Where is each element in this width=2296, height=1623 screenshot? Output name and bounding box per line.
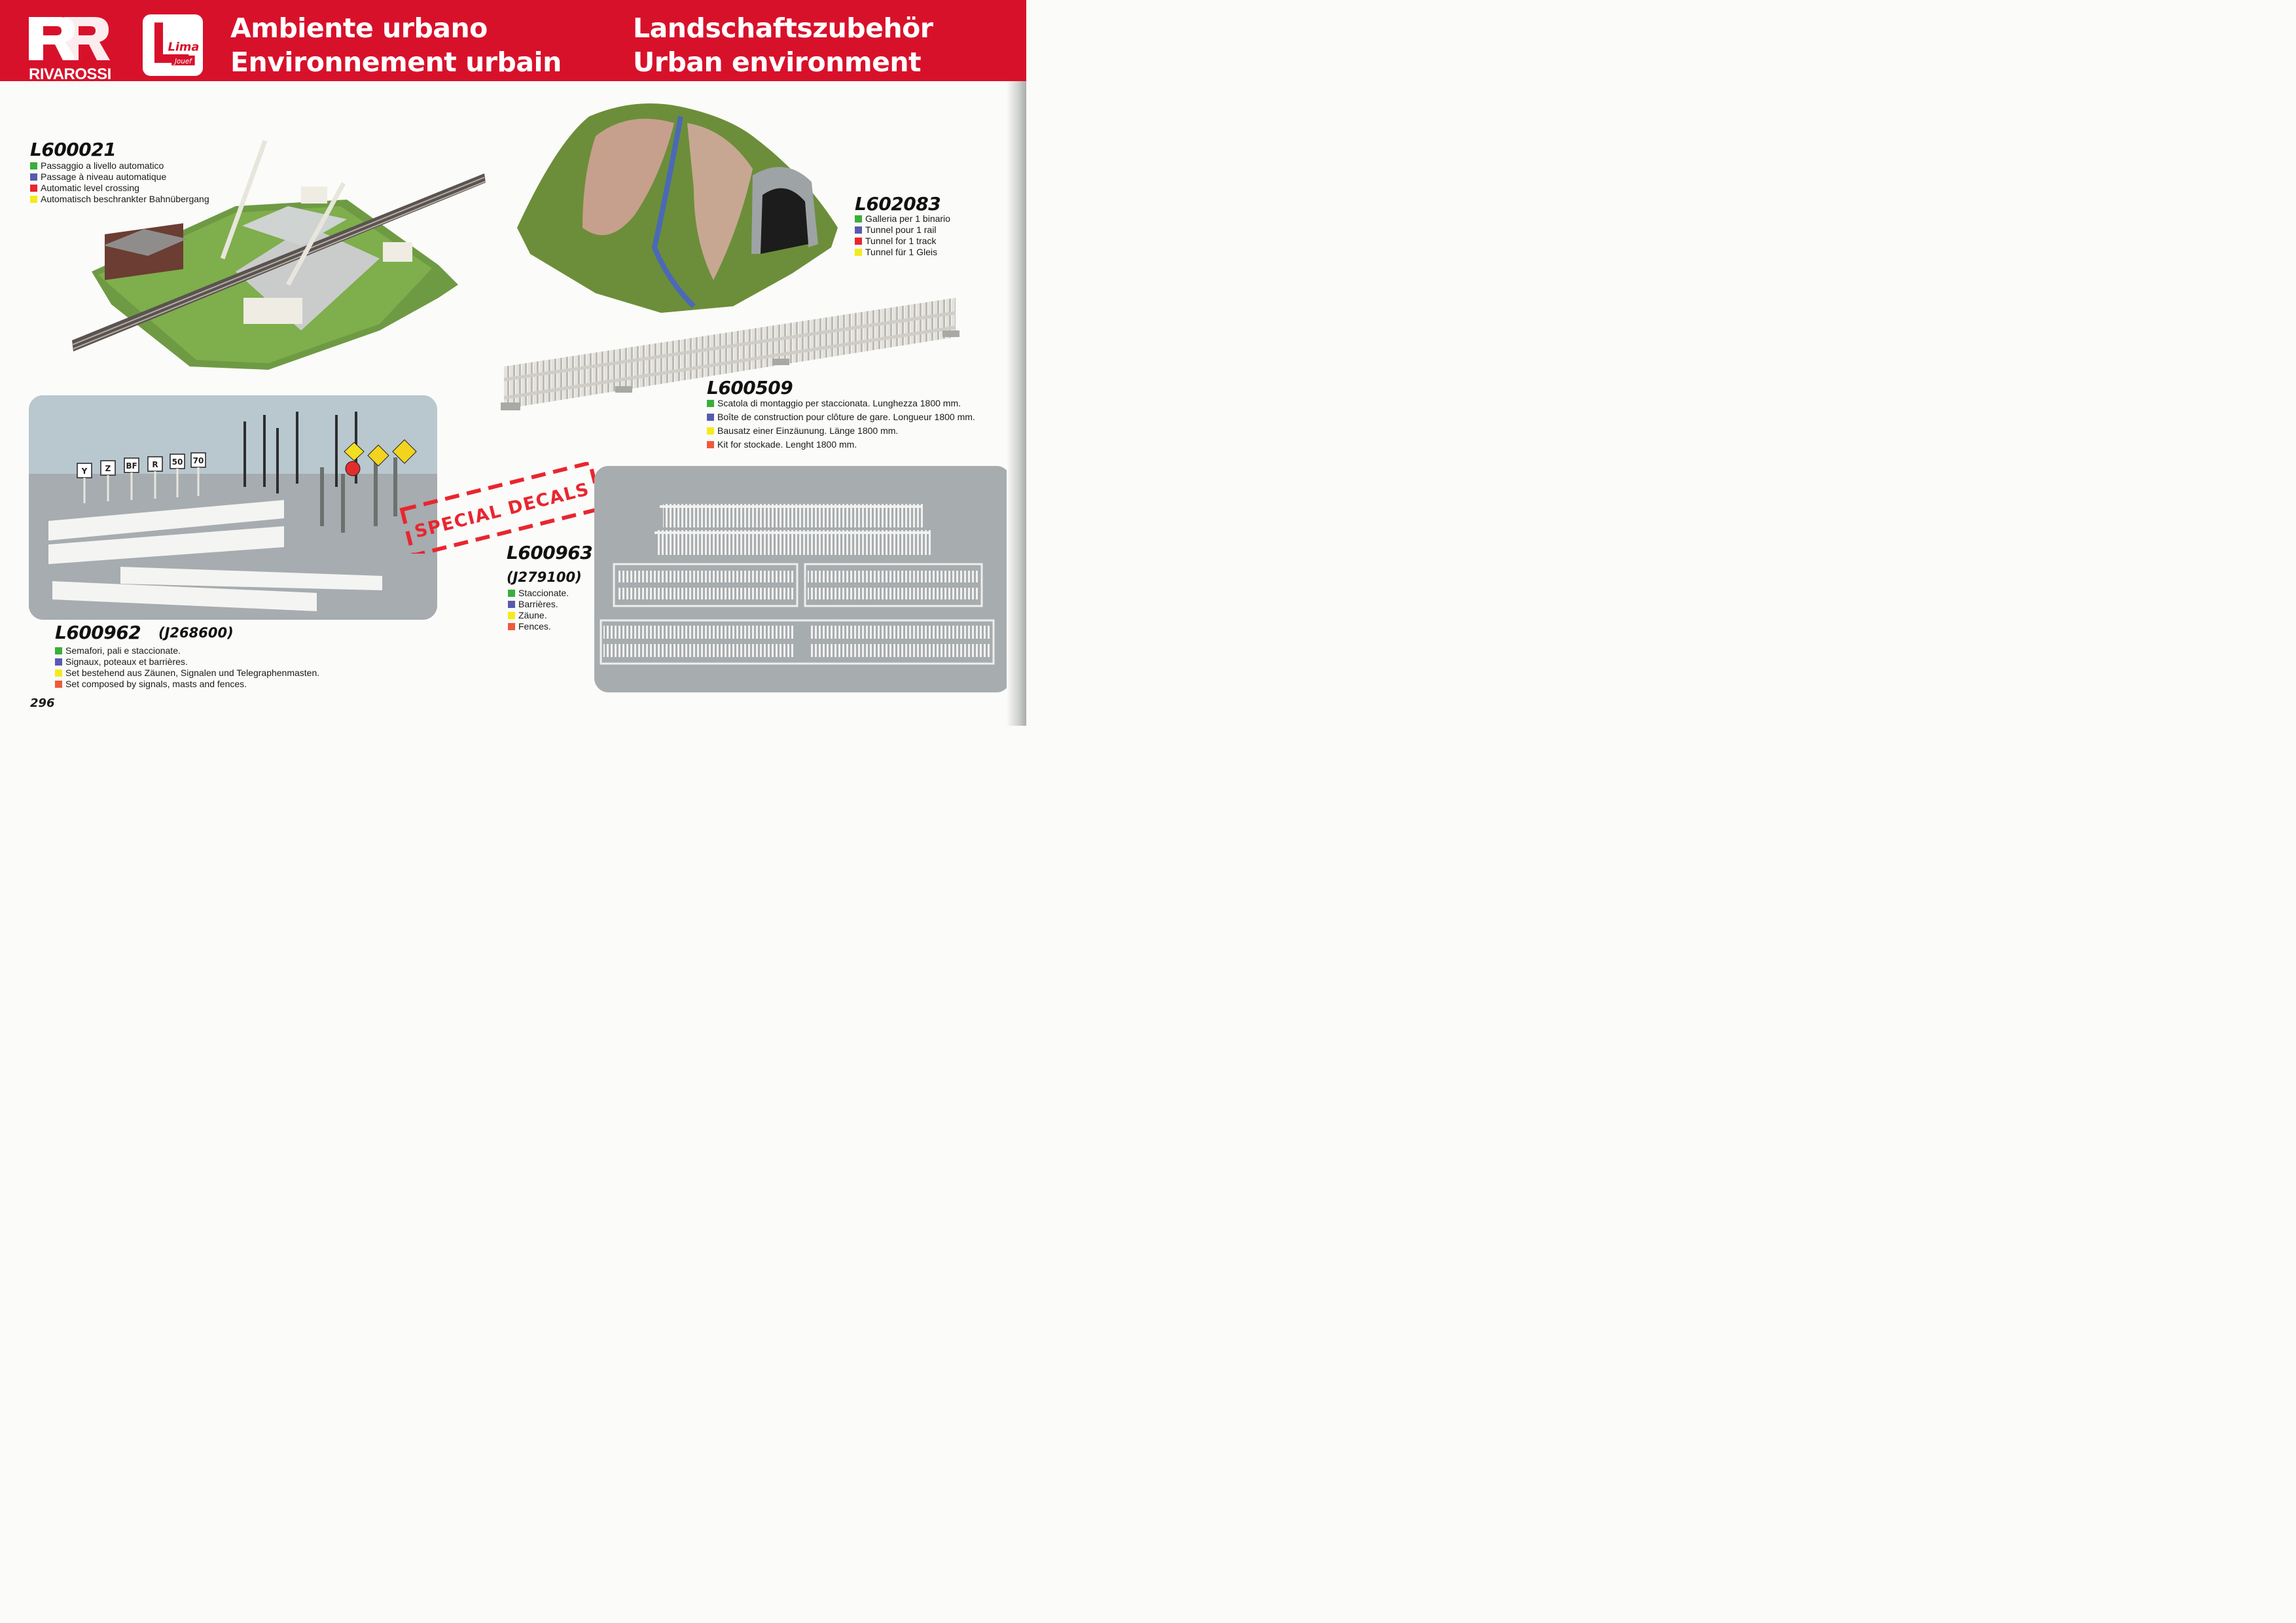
lima-jouef-logo: Lima Jouef [143, 14, 203, 76]
desc-line-german: Tunnel für 1 Gleis [855, 247, 950, 258]
desc-line-french: Signaux, poteaux et barrières. [55, 656, 319, 668]
fences-set-photo [594, 466, 1011, 692]
desc-line-english: Set composed by signals, masts and fence… [55, 679, 319, 690]
product-code-L600021: L600021 [30, 139, 117, 160]
desc-line-french: Passage à niveau automatique [30, 171, 209, 183]
rivarossi-logo: RIVAROSSI [26, 14, 111, 83]
title-english: Urban environment [633, 46, 922, 78]
desc-line-german: Automatisch beschrankter Bahnübergang [30, 194, 209, 205]
stockade-fence-photo [497, 288, 962, 419]
sign-label: 50 [172, 457, 183, 467]
product-code-L600963: L600963 [507, 542, 593, 563]
page-number: 296 [30, 696, 55, 710]
product-code-L600962: L600962 [55, 622, 141, 643]
desc-line-french: Boîte de construction pour clôture de ga… [707, 410, 975, 424]
product-description-L600962: Semafori, pali e staccionate. Signaux, p… [55, 645, 319, 690]
sign-label: BF [126, 461, 137, 471]
title-german: Landschaftszubehör [633, 12, 933, 44]
product-description-L600963: Staccionate. Barrières. Zäune. Fences. [508, 588, 569, 632]
sign-label: Z [105, 464, 111, 473]
rivarossi-wordmark: RIVAROSSI [29, 65, 111, 83]
desc-line-german: Bausatz einer Einzäunung. Länge 1800 mm. [707, 424, 975, 438]
desc-line-italian: Galleria per 1 binario [855, 213, 950, 224]
product-description-L600509: Scatola di montaggio per staccionata. Lu… [707, 397, 975, 452]
desc-line-italian: Semafori, pali e staccionate. [55, 645, 319, 656]
product-description-L600021: Passaggio a livello automatico Passage à… [30, 160, 209, 205]
title-french: Environnement urbain [230, 46, 562, 78]
desc-line-french: Tunnel pour 1 rail [855, 224, 950, 236]
desc-line-italian: Scatola di montaggio per staccionata. Lu… [707, 397, 975, 410]
desc-line-italian: Passaggio a livello automatico [30, 160, 209, 171]
desc-line-french: Barrières. [508, 599, 569, 610]
product-code-L602083: L602083 [855, 193, 941, 215]
product-code-L600509: L600509 [707, 377, 793, 399]
lima-wordmark: Lima [168, 41, 200, 54]
desc-line-english: Kit for stockade. Lenght 1800 mm. [707, 438, 975, 452]
page-spine-shadow [1007, 81, 1026, 726]
signals-masts-fences-photo: Y Z BF R 50 70 [29, 395, 437, 620]
level-crossing-photo [72, 134, 491, 376]
header-banner: RIVAROSSI Lima Jouef Ambiente urbano Env… [0, 0, 1026, 83]
desc-line-english: Tunnel for 1 track [855, 236, 950, 247]
rivarossi-rr-mark [29, 17, 110, 60]
jouef-wordmark: Jouef [173, 58, 192, 65]
sign-label: Y [81, 467, 88, 476]
product-ref-J279100: (J279100) [507, 569, 582, 585]
desc-line-italian: Staccionate. [508, 588, 569, 599]
desc-line-english: Automatic level crossing [30, 183, 209, 194]
special-decals-badge: SPECIAL DECALS [397, 460, 606, 558]
desc-line-english: Fences. [508, 621, 569, 632]
sign-label: R [152, 460, 158, 469]
desc-line-german: Zäune. [508, 610, 569, 621]
title-italian: Ambiente urbano [230, 12, 488, 44]
tunnel-photo [517, 97, 844, 313]
product-description-L602083: Galleria per 1 binario Tunnel pour 1 rai… [855, 213, 950, 258]
sign-label: 70 [193, 456, 204, 465]
desc-line-german: Set bestehend aus Zäunen, Signalen und T… [55, 668, 319, 679]
product-ref-J268600: (J268600) [158, 625, 234, 641]
